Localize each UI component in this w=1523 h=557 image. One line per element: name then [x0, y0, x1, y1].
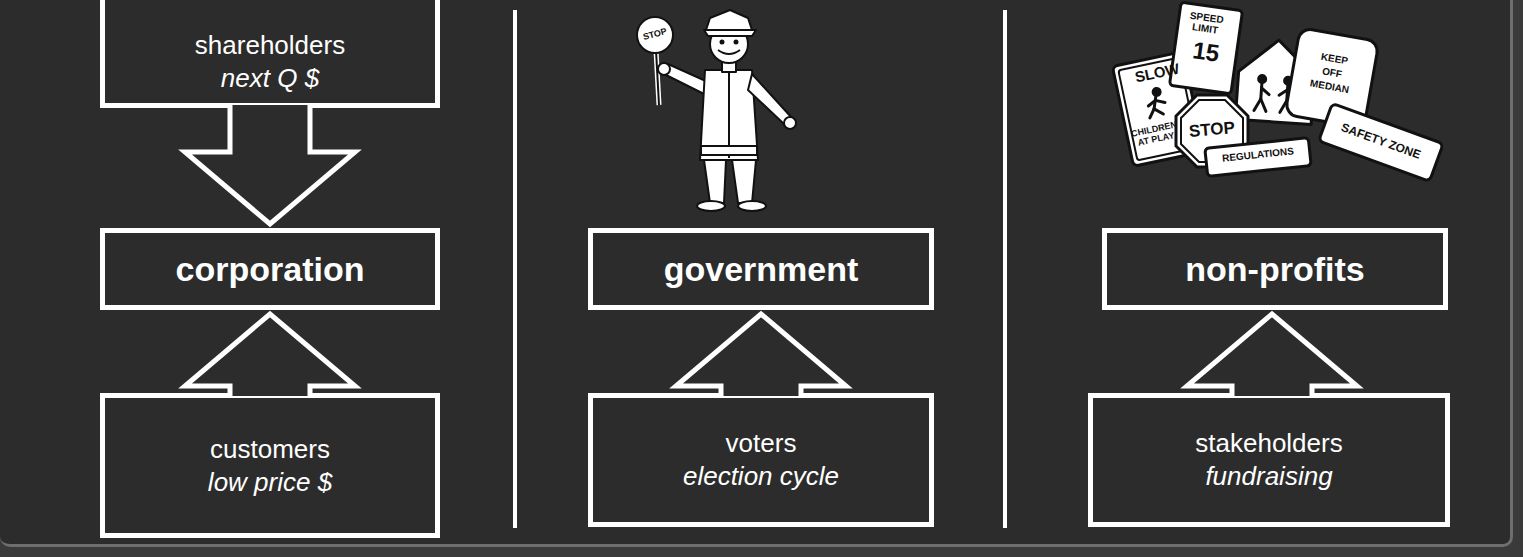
entity-box: non-profits: [1102, 228, 1448, 310]
pedestrian-icon-part: [1152, 88, 1160, 96]
leg: [704, 160, 726, 203]
speed-limit-sign: [1169, 2, 1242, 94]
pedestrian-icon: [1144, 87, 1167, 118]
belt: [701, 146, 757, 155]
box-heading: stakeholders: [1195, 427, 1342, 460]
hand: [658, 63, 670, 75]
sign-text: KEEP OFF MEDIAN: [1305, 48, 1360, 98]
children-icon-part: [1260, 99, 1267, 111]
children-icon-part: [1261, 88, 1269, 95]
column-divider: [513, 10, 517, 528]
box-heading: voters: [726, 427, 797, 460]
box-heading: non-profits: [1185, 253, 1364, 286]
children-icon-part: [1279, 89, 1287, 96]
sign-panel: [1169, 2, 1242, 94]
leg: [732, 160, 756, 203]
safety-zone-sign: [1319, 103, 1444, 181]
block-arrow: [1187, 314, 1357, 396]
entity-box: shareholdersnext Q $: [100, 0, 440, 108]
box-heading: government: [664, 253, 859, 286]
entity-box: voterselection cycle: [588, 393, 934, 527]
box-subtitle: low price $: [208, 466, 332, 499]
box-subtitle: fundraising: [1205, 460, 1332, 493]
entity-box: corporation: [100, 228, 440, 310]
children-icon-part: [1261, 84, 1262, 99]
pedestrian-icon-part: [1154, 107, 1163, 116]
sign-panel: [1205, 138, 1311, 177]
block-arrow: [185, 314, 355, 396]
shoe: [697, 201, 725, 211]
pedestrian-icon-part: [1155, 99, 1165, 105]
box-heading: shareholders: [195, 29, 345, 62]
paddle-stick: [656, 50, 659, 105]
paddle-stick: [656, 50, 659, 105]
police-hat: [706, 10, 752, 30]
pedestrian-icon-part: [1148, 100, 1157, 106]
entity-box: government: [588, 228, 934, 310]
road-signs-drawing: [1112, 2, 1443, 181]
entity-box: stakeholdersfundraising: [1088, 393, 1450, 527]
column-divider: [1003, 10, 1007, 528]
box-subtitle: election cycle: [683, 460, 839, 493]
block-arrow: [185, 105, 355, 224]
police-officer-drawing: [637, 10, 796, 211]
shoe: [738, 201, 766, 211]
box-heading: customers: [210, 433, 330, 466]
hand: [784, 117, 796, 129]
regulations-sign: [1205, 138, 1311, 177]
hat-brim: [704, 30, 756, 36]
sign-panel: [1319, 103, 1444, 181]
eye: [735, 41, 738, 44]
box-heading: corporation: [176, 253, 365, 286]
block-arrow: [676, 314, 846, 396]
smile: [718, 50, 740, 54]
entity-box: customerslow price $: [100, 393, 440, 538]
children-icon-part: [1258, 75, 1265, 82]
eye: [721, 41, 724, 44]
lowered-arm: [748, 74, 792, 124]
box-subtitle: next Q $: [221, 62, 319, 95]
